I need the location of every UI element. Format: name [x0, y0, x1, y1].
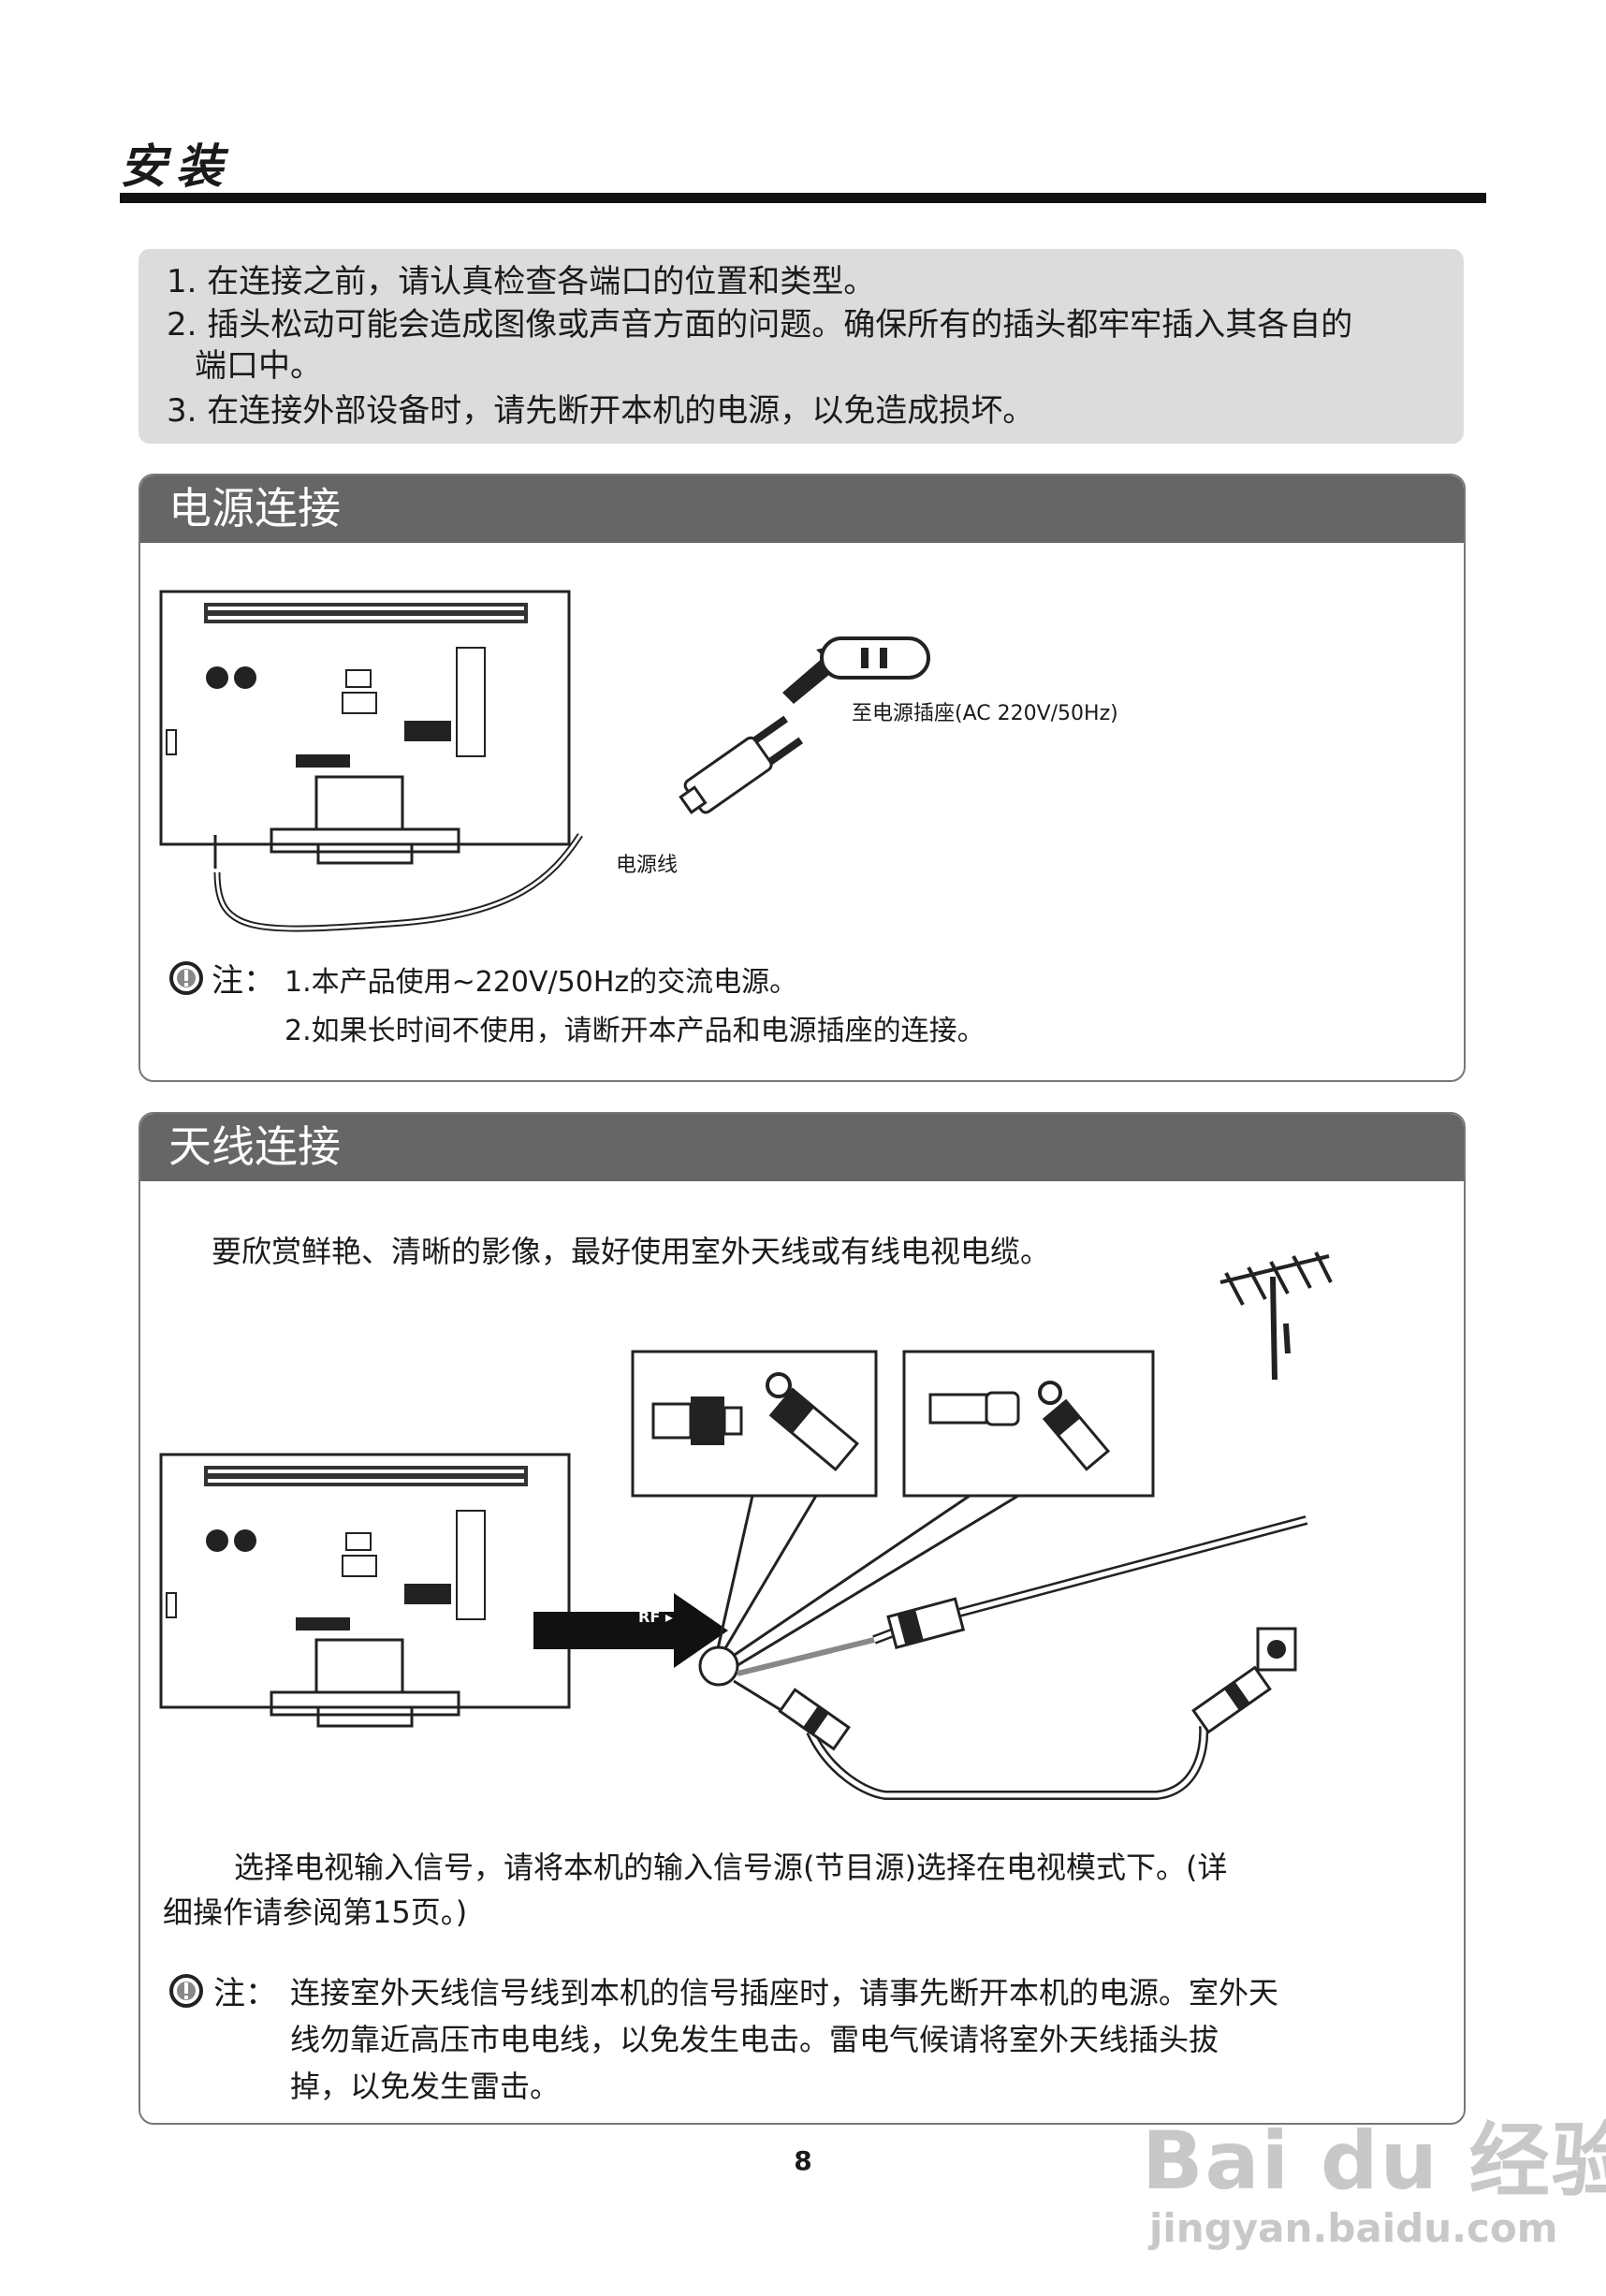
antenna-intro: 要欣赏鲜艳、清晰的影像，最好使用室外天线或有线电视电缆。 — [212, 1234, 1051, 1269]
antenna-note-prefix: 注： — [213, 1975, 277, 2012]
watermark-text: Bai du 经验 — [1142, 2114, 1606, 2208]
note-line-2-cont: 端口中。 — [195, 347, 322, 385]
power-note-line-1: 1.本产品使用~220V/50Hz的交流电源。 — [285, 966, 798, 999]
baidu-watermark: Bai du 经验 jingyan.baidu.com — [1132, 2095, 1606, 2273]
connector-detail-illustration — [631, 1350, 1308, 1800]
antenna-icon — [1219, 1251, 1333, 1381]
tv-rear-illustration — [159, 590, 571, 869]
note-line-1: 1. 在连接之前，请认真检查各端口的位置和类型。 — [167, 263, 876, 300]
socket-label: 至电源插座(AC 220V/50Hz) — [852, 702, 1118, 725]
antenna-note-line-1: 连接室外天线信号线到本机的信号插座时，请事先断开本机的电源。室外天 — [290, 1975, 1279, 2011]
power-note-prefix: 注： — [212, 962, 275, 1000]
power-note-line-2: 2.如果长时间不使用，请断开本产品和电源插座的连接。 — [285, 1015, 986, 1047]
warning-icon-2 — [169, 1974, 203, 2008]
wall-outlet-icon — [820, 636, 930, 680]
power-cord-illustration — [213, 833, 583, 932]
power-section-title: 电源连接 — [140, 475, 1464, 543]
select-source-line-2: 细操作请参阅第15页。) — [163, 1894, 468, 1930]
antenna-note-line-2: 线勿靠近高压市电电线，以免发生电击。雷电气候请将室外天线插头拔 — [290, 2022, 1219, 2057]
antenna-note-line-3: 掉，以免发生雷击。 — [290, 2069, 561, 2104]
note-line-3: 3. 在连接外部设备时，请先断开本机的电源，以免造成损坏。 — [167, 392, 1035, 430]
watermark-url: jingyan.baidu.com — [1149, 2205, 1558, 2251]
page-number: 8 — [794, 2145, 812, 2176]
select-source-line-1: 选择电视输入信号，请将本机的输入信号源(节目源)选择在电视模式下。(详 — [234, 1850, 1228, 1885]
notes-box: 1. 在连接之前，请认真检查各端口的位置和类型。 2. 插头松动可能会造成图像或… — [139, 249, 1464, 444]
title-rule — [120, 193, 1486, 203]
power-plug-icon — [679, 715, 804, 814]
tv-rear-illustration-2 — [159, 1453, 571, 1728]
power-connection-panel: 电源连接 至电源插 — [139, 474, 1466, 1082]
page-title: 安装 — [120, 139, 232, 194]
warning-icon — [169, 961, 203, 995]
antenna-connection-panel: 天线连接 要欣赏鲜艳、清晰的影像，最好使用室外天线或有线电视电缆。 RF ▸ — [139, 1112, 1466, 2125]
rf-label: RF ▸ — [638, 1608, 673, 1626]
note-line-2: 2. 插头松动可能会造成图像或声音方面的问题。确保所有的插头都牢牢插入其各自的 — [167, 306, 1353, 344]
cord-label: 电源线 — [616, 854, 679, 877]
rf-arrow — [533, 1593, 728, 1668]
antenna-section-title: 天线连接 — [140, 1114, 1464, 1181]
